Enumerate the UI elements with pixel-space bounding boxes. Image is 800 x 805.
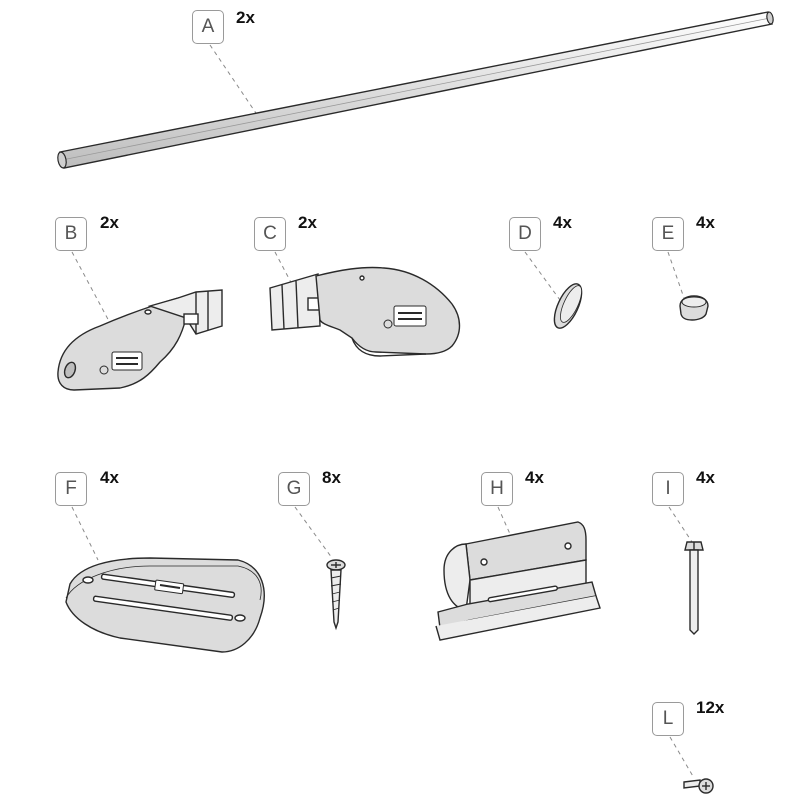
leader-line-d [524, 251, 561, 301]
end-cap-part-b [57, 289, 223, 391]
part-qty-i: 4x [696, 468, 715, 487]
part-label-l: L [652, 702, 684, 736]
leader-line-a [209, 44, 263, 123]
rail-bracket-part-h [435, 521, 601, 641]
part-label-e: E [652, 217, 684, 251]
screw-part-g [326, 559, 346, 631]
bolt-part-i [684, 541, 704, 635]
part-qty-a: 2x [236, 8, 255, 27]
part-qty-g: 8x [322, 468, 341, 487]
base-plate-part-f [65, 557, 265, 653]
part-qty-f: 4x [100, 468, 119, 487]
part-label-c: C [254, 217, 286, 251]
part-label-i: I [652, 472, 684, 506]
part-qty-b: 2x [100, 213, 119, 232]
part-qty-d: 4x [553, 213, 572, 232]
part-qty-h: 4x [525, 468, 544, 487]
leader-line-l [669, 736, 695, 779]
end-cap-part-c [269, 266, 461, 357]
leader-line-g [294, 506, 333, 559]
part-label-g: G [278, 472, 310, 506]
leader-lines [71, 44, 695, 779]
part-label-f: F [55, 472, 87, 506]
oval-cover-part-d [553, 283, 583, 329]
part-label-d: D [509, 217, 541, 251]
leader-line-i [668, 506, 695, 546]
plug-cap-part-e [679, 295, 709, 321]
small-screw-part-l [683, 778, 714, 794]
rail-part-a [57, 11, 774, 169]
part-label-h: H [481, 472, 513, 506]
leader-line-f [71, 506, 99, 561]
part-label-a: A [192, 10, 224, 44]
part-label-b: B [55, 217, 87, 251]
part-qty-e: 4x [696, 213, 715, 232]
leader-line-e [667, 251, 685, 299]
part-qty-l: 12x [696, 698, 725, 717]
part-qty-c: 2x [298, 213, 317, 232]
